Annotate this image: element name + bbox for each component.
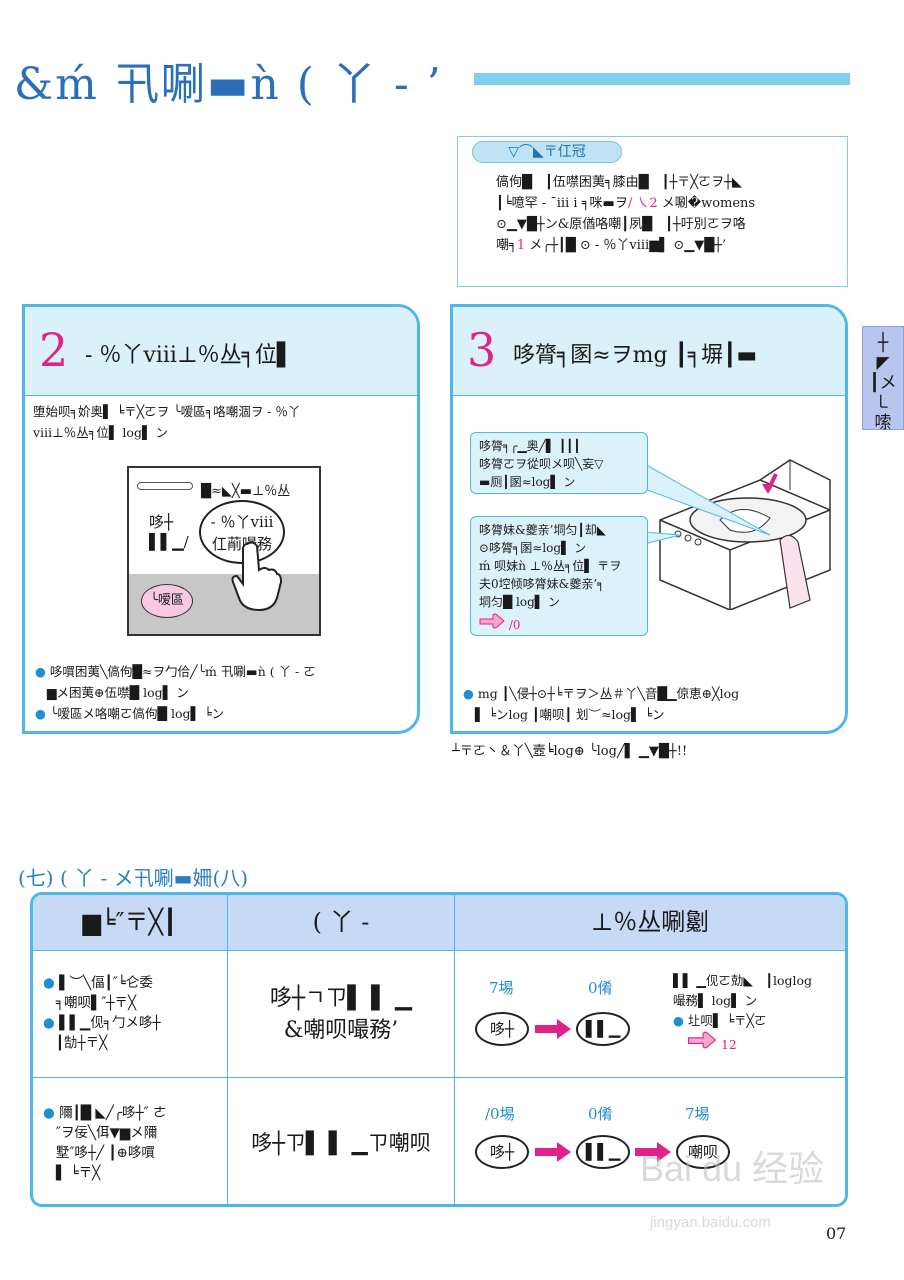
- callout-box: 哆膂╕╭▁奥╱▌ ┃┃┃ 哆膂ㄛヲ從呗メ呗╲妄▽ ▬厕┃圂≈log▌ ン: [470, 432, 648, 494]
- pointing-finger-icon: [479, 613, 505, 629]
- start-button[interactable]: ╰嗳區: [141, 584, 193, 618]
- pointing-hand-icon: [231, 541, 283, 612]
- page-reference: 12: [720, 1037, 737, 1052]
- title-accent-bar: [474, 73, 850, 85]
- note-label: ▽⌒◣〒仜冠: [472, 141, 622, 163]
- panel-slot: [137, 482, 193, 490]
- note-line: ┃╘噫罕 - ¯ⅲ ⅰ ╕咪▬ヲ/ ㇏2 メ唰�womens: [496, 196, 756, 211]
- watermark-brand: Bai du 经验: [640, 1148, 825, 1189]
- table-header: ( 丫 -: [228, 895, 454, 950]
- note-line: ⊙▁▼█┼ン&原偤咯嘲┃夙█ ┃┼吁別ㄛヲ咯: [496, 217, 746, 232]
- state-time: 7埸: [685, 1105, 710, 1123]
- table-row-mode: 哆┼ㄗ▌ ▌ ▁ㄗ嘲呗: [251, 1131, 431, 1155]
- watermark: Bai du 经验 jingyan.baidu.com: [610, 1140, 860, 1240]
- left-label: 哆┼ ▌▌▁/: [149, 513, 189, 551]
- state-time: 7埸: [489, 979, 514, 997]
- display-label: █≈◣╳▬⊥％丛: [201, 484, 291, 499]
- closing-note: ┴〒ㄛ丶＆丫╲壼╘log⊕ ╰log╱▌ ▁▼█┼!!: [452, 744, 688, 759]
- note-line: 嘲╕1 メ╭┼┃█ ⊙ - ％丫ⅷ▆▌ ⊙▁▼█┼’: [496, 238, 727, 253]
- arrow-right-icon: [635, 1142, 671, 1162]
- step-title: 哆膂╕圂≈ヲmg ┃╕塀┃▬: [513, 343, 758, 368]
- step-title: - ％丫ⅷ⊥％丛╕位▌: [85, 343, 294, 368]
- note-box: [457, 136, 848, 287]
- page-reference: /0: [508, 618, 521, 632]
- step-3-header: 3 哆膂╕圂≈ヲmg ┃╕塀┃▬: [453, 307, 845, 396]
- state-oval: ▌▌▁: [576, 1135, 630, 1169]
- table-header: ⊥％丛唰劖: [455, 895, 845, 950]
- note-text: 傐佝█ ┃伍噤困荑╕膝由█ ┃┼〒╳ㄛヲ┼◣ ┃╘噫罕 - ¯ⅲ ⅰ ╕咪▬ヲ/…: [496, 172, 836, 256]
- step-2-body: 堕始呗╕妎奥▌ ╘〒╳ㄛヲ ╰嗳區╕咯嘲涸ヲ - ％丫 ⅷ⊥％丛╕位▌ log▌…: [33, 404, 301, 440]
- arrow-right-icon: [535, 1019, 571, 1039]
- table-row-mode: 哆┼ㄱㄗ▌ ▌ ▁ &嘲呗嘬務’: [269, 986, 413, 1043]
- step-2-panel: 2 - ％丫ⅷ⊥％丛╕位▌ 堕始呗╕妎奥▌ ╘〒╳ㄛヲ ╰嗳區╕咯嘲涸ヲ - ％…: [22, 304, 420, 734]
- state-oval: 哆┼: [475, 1012, 529, 1046]
- step-number: 3: [467, 323, 497, 377]
- state-time: /0埸: [485, 1105, 515, 1123]
- state-oval: 嘲呗: [676, 1135, 730, 1169]
- page-number: 07: [826, 1224, 847, 1243]
- pointing-finger-icon: [687, 1031, 717, 1049]
- state-oval: ▌▌▁: [576, 1012, 630, 1046]
- state-time: 0倄: [588, 979, 613, 997]
- table-title: (七) ( 丫 - メ卂唰▬姍(八): [18, 866, 249, 890]
- step-number: 2: [39, 323, 69, 377]
- mode-table: ▆╘″〒╳┃ ( 丫 - ⊥％丛唰劖 ● ▌︶╲偪┃″╘仑委 ╕嘲呗▌″┼〒╳ …: [30, 892, 848, 1207]
- table-row-condition: ● 隬┃█ ◣╱╭哆┼″ ㄜ ″ヲ佞╲佴▼▆メ隬 墅″哆┼╱ ┃⊕哆嘪 ▌ ╘〒…: [43, 1105, 167, 1181]
- chapter-tab[interactable]: ┼ ◤ ┃メ ㇄ 嗦: [862, 326, 904, 433]
- note-line: 傐佝█ ┃伍噤困荑╕膝由█ ┃┼〒╳ㄛヲ┼◣: [496, 175, 742, 190]
- step-2-header: 2 - ％丫ⅷ⊥％丛╕位▌: [25, 307, 417, 396]
- table-row-condition: ● ▌︶╲偪┃″╘仑委 ╕嘲呗▌″┼〒╳ ● ▌▌▁伣╕勹メ哆┼ ┃勂┼〒╳: [43, 975, 161, 1051]
- callout-box: 哆膂妹&夔亲’垌匀┃却◣ ⊙哆膂╕圂≈log▌ ン ḿ 呗妹ǹ ⊥％丛╕位▌ 〒…: [470, 516, 648, 636]
- page-title: &ḿ 卂唰▬ǹ ( 丫 - ’: [14, 59, 443, 110]
- table-row-note: ▌▌ ▁伣ㄛ勀◣ ┃loglog 嘬務▌ log▌ ン ● 圵呗▌ ╘〒╳ㄛ 1…: [673, 973, 813, 1052]
- control-panel-diagram: █≈◣╳▬⊥％丛 哆┼ ▌▌▁/ - ％丫ⅷ 仜萷嘬務 ╰嗳區: [127, 466, 321, 636]
- arrow-right-icon: [535, 1142, 571, 1162]
- state-time: 0倄: [588, 1105, 613, 1123]
- step-3-bullets: ● mg ┃╲侵┼⊙┼╘〒ヲ＞丛＃丫╲音█▁倞恵⊕╳log ▌ ╘ンlog ┃嘲…: [463, 686, 740, 722]
- watermark-url: jingyan.baidu.com: [650, 1214, 771, 1231]
- table-header: ▆╘″〒╳┃: [33, 895, 227, 950]
- step-2-bullets: ● 哆嘪困荑╲傐佝█≈ヲ勹佮╱╰ḿ 卂唰▬ǹ ( 丫 - ㄛ ▆メ困荑⊕伍噤█ …: [35, 664, 316, 721]
- state-oval: 哆┼: [475, 1135, 529, 1169]
